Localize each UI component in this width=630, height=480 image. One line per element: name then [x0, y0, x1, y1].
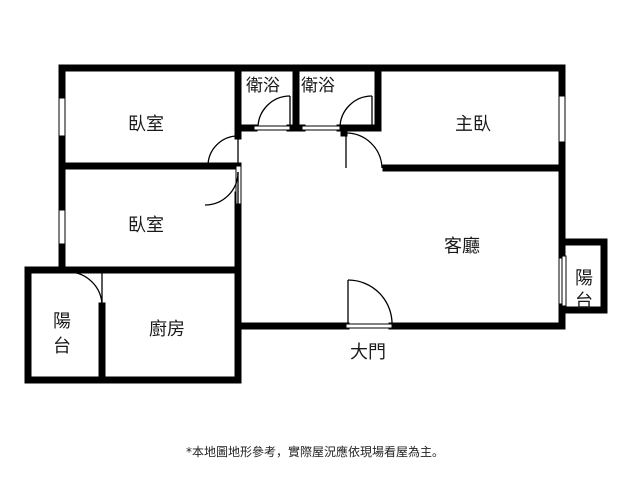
door-swing-bath-1	[257, 95, 291, 129]
door-swing-entrance	[347, 279, 393, 327]
label-bath-2: 衛浴	[301, 76, 335, 96]
label-master-bedroom: 主臥	[455, 114, 491, 135]
label-balcony-left-top: 陽	[53, 311, 71, 332]
window-master	[558, 95, 566, 143]
label-kitchen: 廚房	[149, 318, 185, 340]
walls	[24, 64, 608, 384]
window-bedroom-2	[58, 209, 66, 245]
window-bedroom-1	[58, 97, 66, 137]
threshold-bath-2	[301, 125, 341, 131]
label-bedroom-2: 臥室	[128, 215, 164, 236]
label-balcony-left-bottom: 台	[53, 336, 71, 357]
door-swing-bedroom-2	[204, 171, 239, 206]
label-balcony-right-top: 陽	[575, 268, 593, 289]
threshold-entrance	[345, 323, 393, 329]
label-balcony-right-bottom: 台	[575, 291, 593, 312]
label-bath-1: 衛浴	[246, 76, 280, 96]
room-labels: 臥室 臥室 衛浴 衛浴 主臥 客廳 陽 台 廚房 陽 台 大門	[53, 76, 593, 363]
threshold-balcony-right	[561, 255, 567, 307]
door-swing-bath-2	[339, 95, 373, 129]
thresholds	[253, 125, 567, 329]
door-swing-balcony-left	[67, 271, 103, 307]
threshold-bath-1	[253, 125, 291, 131]
door-swing-bedroom-1	[207, 135, 239, 167]
label-entrance: 大門	[350, 342, 386, 363]
label-bedroom-1: 臥室	[128, 114, 164, 135]
doors	[67, 95, 393, 327]
label-living-room: 客廳	[444, 236, 480, 257]
footnote: *本地圖地形參考，實際屋況應依現場看屋為主。	[185, 445, 444, 459]
door-swing-master	[345, 132, 383, 169]
